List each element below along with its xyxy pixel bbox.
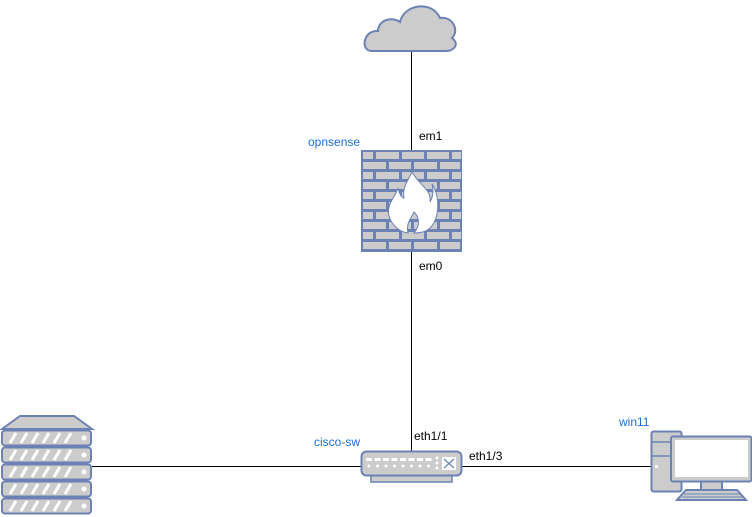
desktop-pc-icon[interactable]: [650, 430, 752, 501]
switch-icon[interactable]: [360, 450, 463, 483]
firewall-label: opnsense: [308, 135, 361, 149]
port-label-em0: em0: [419, 259, 443, 273]
port-label-em1: em1: [419, 129, 443, 143]
port-label-eth1-3: eth1/3: [469, 449, 503, 463]
pc-label: win11: [619, 415, 650, 429]
server-rack-icon[interactable]: [0, 415, 96, 515]
port-label-eth1-1: eth1/1: [414, 429, 448, 443]
cloud-icon[interactable]: [363, 5, 457, 52]
firewall-icon[interactable]: [361, 150, 462, 252]
switch-label: cisco-sw: [314, 435, 361, 449]
